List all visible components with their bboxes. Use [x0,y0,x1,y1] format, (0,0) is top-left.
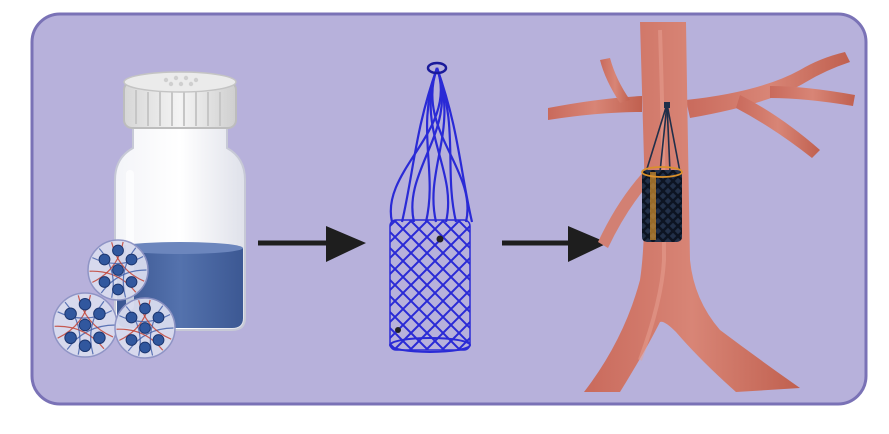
stent-in-vessel-icon [548,22,855,392]
nanoparticle-cluster [52,239,176,359]
arrow-right-icon [502,226,608,262]
nanoparticle-vial-icon [52,71,246,359]
arrow-right-icon [258,226,366,262]
mesh-stent-icon [389,61,474,353]
